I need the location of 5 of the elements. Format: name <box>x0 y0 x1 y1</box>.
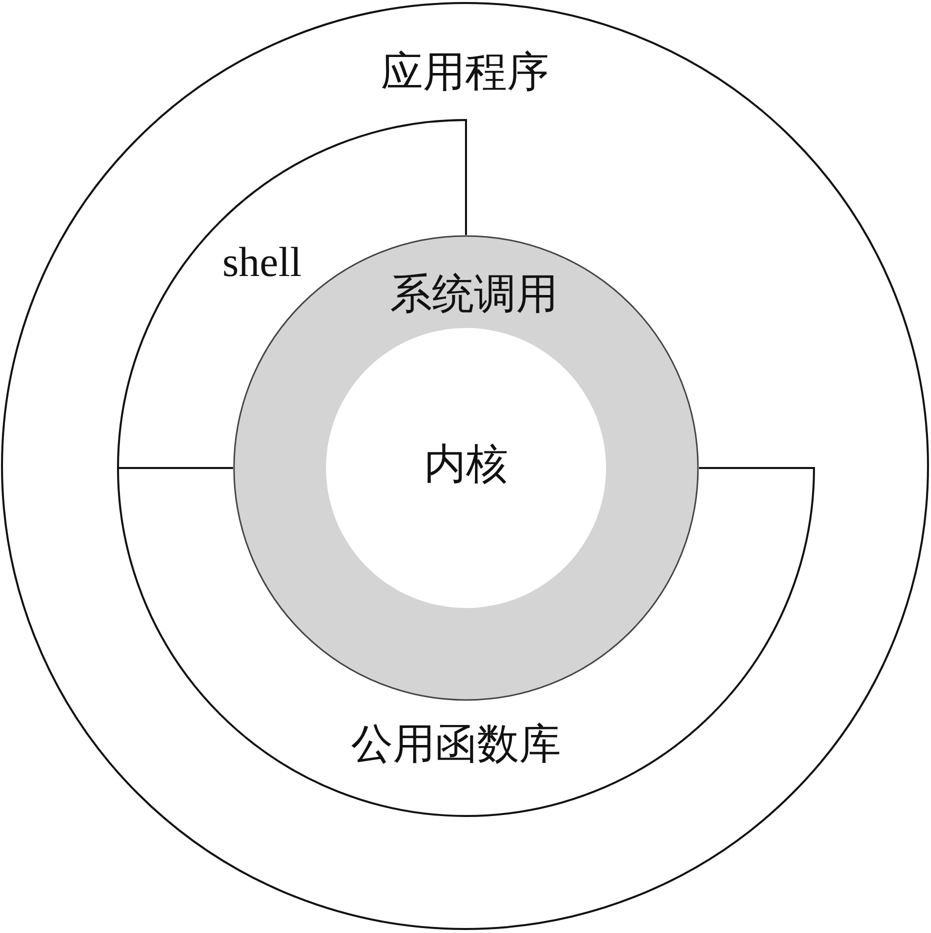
layer-label: 系统调用 <box>390 272 558 318</box>
layer-label: 公用函数库 <box>351 722 561 768</box>
layer-label: shell <box>222 240 302 286</box>
layer-label: 应用程序 <box>381 50 549 96</box>
layer-label: 内核 <box>424 442 508 488</box>
